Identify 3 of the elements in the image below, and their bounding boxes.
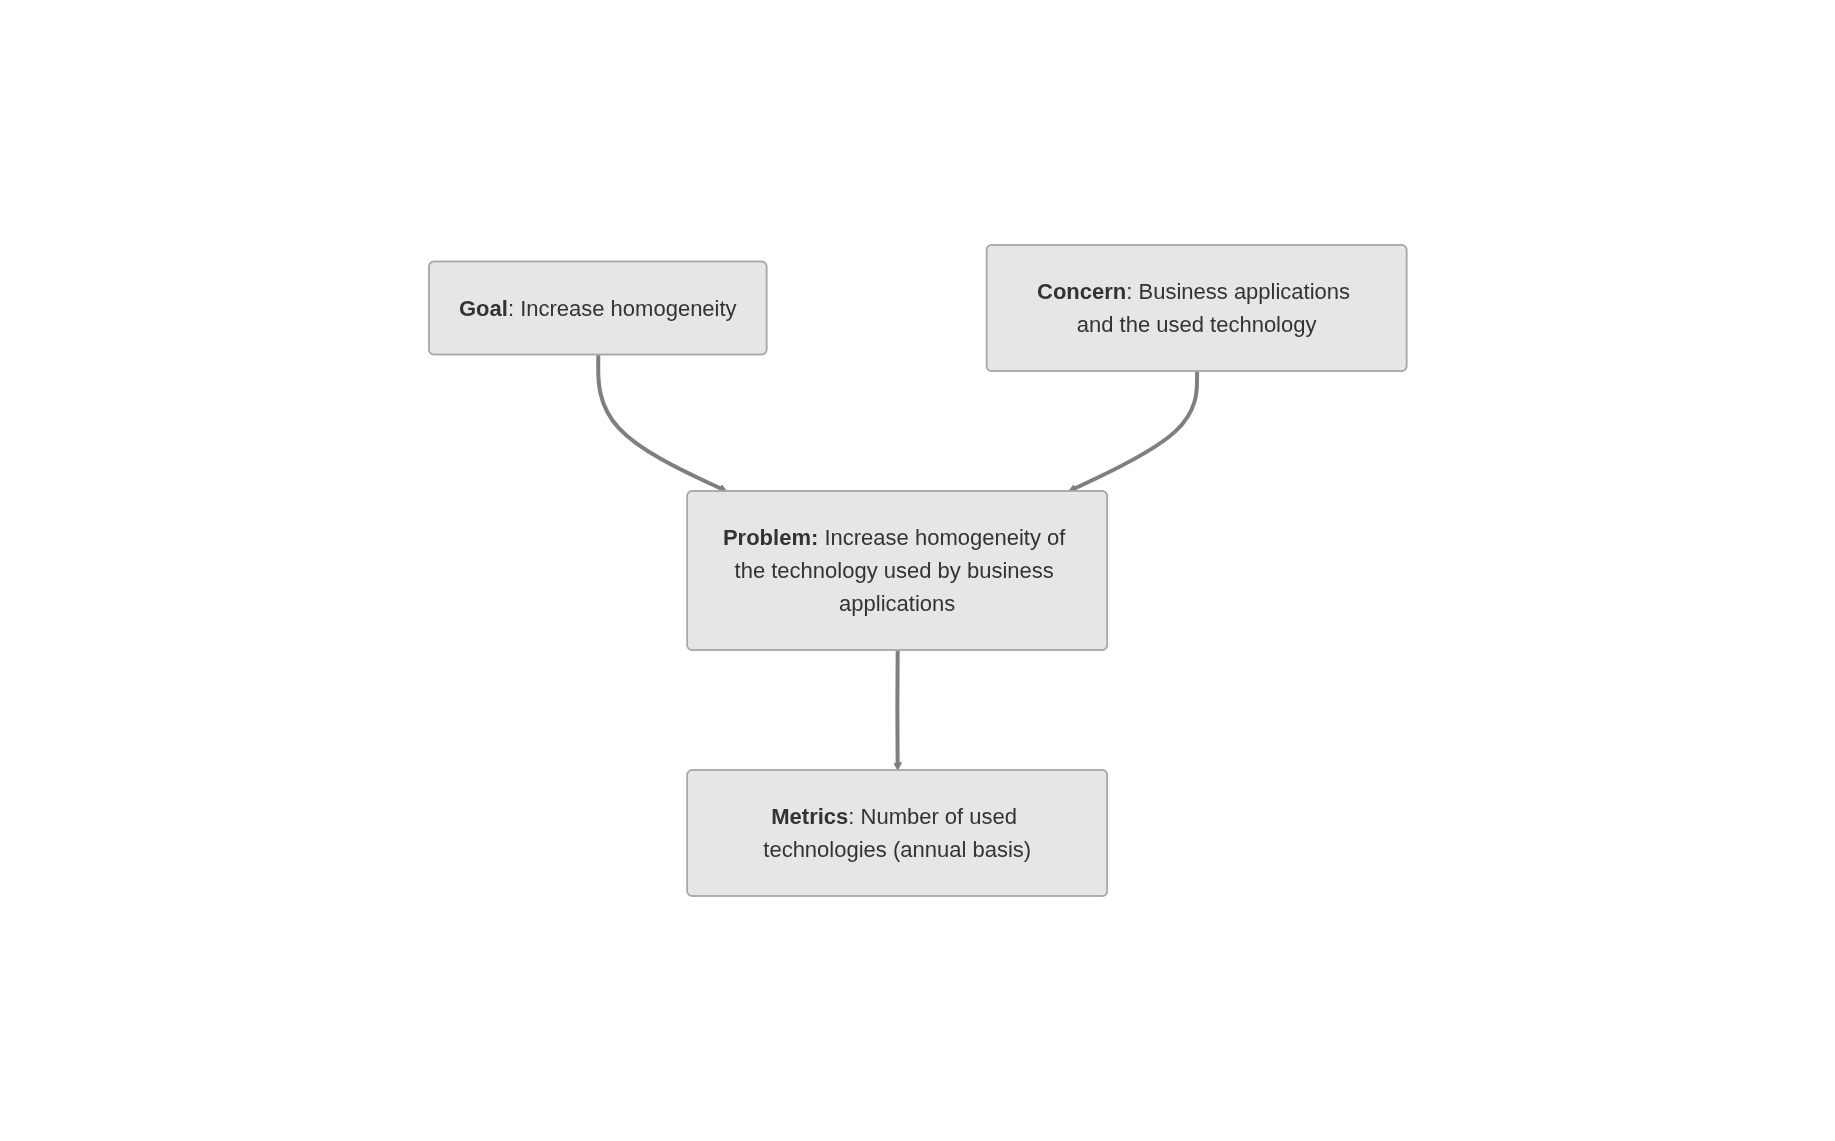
arrow [595, 355, 728, 493]
arrow [892, 650, 902, 771]
arrow [1067, 371, 1199, 493]
